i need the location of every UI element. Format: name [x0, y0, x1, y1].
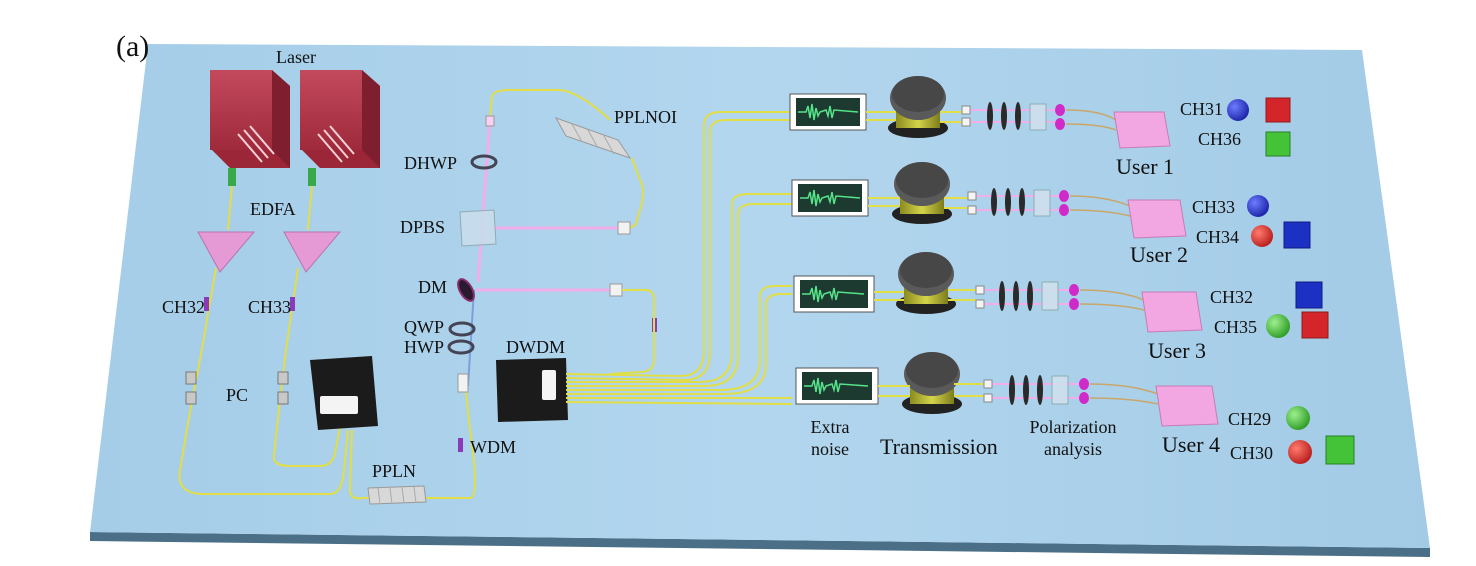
label-wdm: WDM [470, 437, 516, 457]
user-2-channel-b: CH34 [1196, 227, 1240, 247]
label-extra-noise: Extra noise [800, 418, 860, 458]
label-transmission: Transmission [880, 434, 998, 459]
pc-left [185, 371, 197, 405]
fiber-spool-4 [902, 352, 962, 414]
user-3-name: User 3 [1148, 338, 1207, 363]
label-ch33-left: CH33 [248, 297, 292, 317]
label-pplnoi: PPLNOI [614, 107, 678, 127]
polarization-analysis-4 [983, 375, 1089, 405]
user-1-channel-a: CH31 [1180, 99, 1224, 119]
noise-module-3 [793, 275, 875, 313]
label-hwp: HWP [404, 337, 444, 357]
label-dpbs: DPBS [400, 217, 446, 237]
polarization-analysis-1 [961, 102, 1065, 131]
edfa-right [283, 231, 342, 273]
label-dwdm: DWDM [506, 337, 565, 357]
fiber-spool-3 [896, 252, 956, 314]
user-box-4 [1155, 385, 1219, 427]
label-polarization-line1: Polarization [1029, 417, 1117, 437]
label-laser: Laser [276, 47, 316, 67]
noise-module-4 [795, 367, 879, 405]
user-1-name: User 1 [1116, 154, 1175, 179]
user-3-channel-a: CH32 [1210, 287, 1254, 307]
laser-right [300, 70, 380, 186]
user-4-channel-a: CH29 [1228, 409, 1272, 429]
label-edfa: EDFA [250, 199, 296, 219]
fibers-left [178, 185, 476, 500]
user-box-2 [1127, 199, 1187, 239]
label-qwp: QWP [404, 317, 444, 337]
label-polarization-line2: analysis [1044, 439, 1102, 459]
fibers-distribution [565, 111, 793, 405]
user-2-channel-a: CH33 [1192, 197, 1236, 217]
user-4-channel-b: CH30 [1230, 443, 1274, 463]
user-4-name: User 4 [1162, 432, 1221, 457]
label-dhwp: DHWP [404, 153, 457, 173]
label-extra-noise-line1: Extra [810, 417, 850, 437]
user-1-channel-b: CH36 [1198, 129, 1242, 149]
noise-module-2 [791, 179, 869, 217]
user-box-1 [1113, 111, 1171, 149]
user-box-3 [1141, 291, 1203, 333]
polarization-analysis-3 [975, 281, 1079, 311]
pc-right [277, 371, 289, 405]
ppln-crystal [367, 485, 427, 505]
photon-indicators [1227, 97, 1355, 465]
fiber-spool-2 [892, 162, 952, 224]
panel-label: (a) [116, 30, 150, 63]
edfa-left [197, 231, 256, 273]
coupler-box [310, 356, 378, 430]
label-dm: DM [418, 277, 448, 297]
label-extra-noise-line2: noise [811, 439, 849, 459]
fiber-spool-1 [888, 76, 948, 138]
user-2-name: User 2 [1130, 242, 1189, 267]
user-3-channel-b: CH35 [1214, 317, 1258, 337]
sagnac-loop [447, 89, 655, 393]
laser-left [210, 70, 290, 186]
label-ppln: PPLN [372, 461, 417, 481]
label-ch32-left: CH32 [162, 297, 206, 317]
dwdm-box [496, 358, 568, 422]
label-polarization-analysis: Polarization analysis [1018, 418, 1128, 458]
noise-module-1 [789, 93, 867, 131]
label-pc: PC [226, 385, 249, 405]
polarization-analysis-2 [967, 188, 1069, 217]
